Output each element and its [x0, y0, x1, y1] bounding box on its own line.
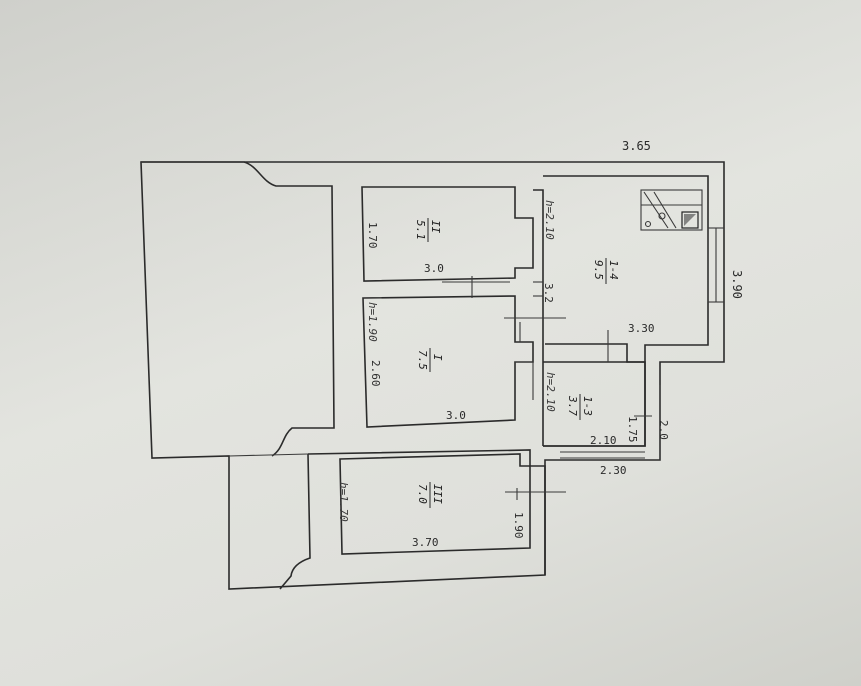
dim-kitchen-width: 3.30: [628, 322, 655, 335]
ceiling-room-1-3: h=2.10: [544, 372, 557, 412]
dim-step-width: 2.30: [600, 464, 627, 477]
ceiling-kitchen: h=2.10: [543, 200, 556, 240]
room-label-1-3: 1-3 3.7: [566, 394, 594, 420]
dimension-ticks: [442, 276, 652, 500]
ceiling-room-i: h=1.90: [366, 302, 379, 342]
dim-room-iii-width: 3.70: [412, 536, 439, 549]
room-label-1-4: 1-4 9.5: [592, 258, 620, 284]
dim-room-iii-right: 1.90: [512, 512, 525, 539]
left-annex: [141, 161, 335, 457]
room-1-3: [543, 361, 661, 460]
room-area-1-4: 9.5: [592, 260, 605, 280]
room-ii: [361, 186, 534, 282]
room-area-1-3: 3.7: [566, 395, 579, 416]
room-i: [362, 295, 534, 428]
room-id-1-3: 1-3: [581, 396, 594, 416]
dim-room-1-3-width: 2.10: [590, 434, 617, 447]
room-id-i: I: [431, 354, 444, 361]
room-id-iii: III: [431, 484, 444, 504]
dim-right-height: 3.90: [730, 270, 744, 299]
room-label-ii: II 5.1: [414, 218, 442, 242]
dim-top-width: 3.65: [622, 139, 651, 153]
kitchen-window: [707, 227, 724, 303]
dim-room-i-width: 3.0: [446, 409, 466, 422]
room-area-i: 7.5: [416, 350, 429, 370]
room-iii: [228, 449, 546, 590]
room-id-ii: II: [429, 220, 442, 234]
dim-room-ii-width: 3.0: [424, 262, 444, 275]
dim-room-iii-left-h: h=1.70: [337, 482, 350, 522]
dim-room-1-3-height: 1.75: [626, 416, 639, 443]
room-label-i: I 7.5: [416, 348, 444, 372]
dim-corridor: 3.2: [542, 283, 555, 303]
dim-room-ii-height: 1.70: [366, 222, 379, 249]
dim-room-i-height: 2.60: [369, 360, 382, 387]
room-area-ii: 5.1: [414, 220, 427, 240]
room-id-1-4: 1-4: [607, 260, 620, 280]
room-label-iii: III 7.0: [416, 482, 444, 508]
dim-step-height: 2.0: [657, 420, 670, 440]
room-area-iii: 7.0: [416, 484, 429, 504]
stove-icon: [640, 189, 703, 231]
